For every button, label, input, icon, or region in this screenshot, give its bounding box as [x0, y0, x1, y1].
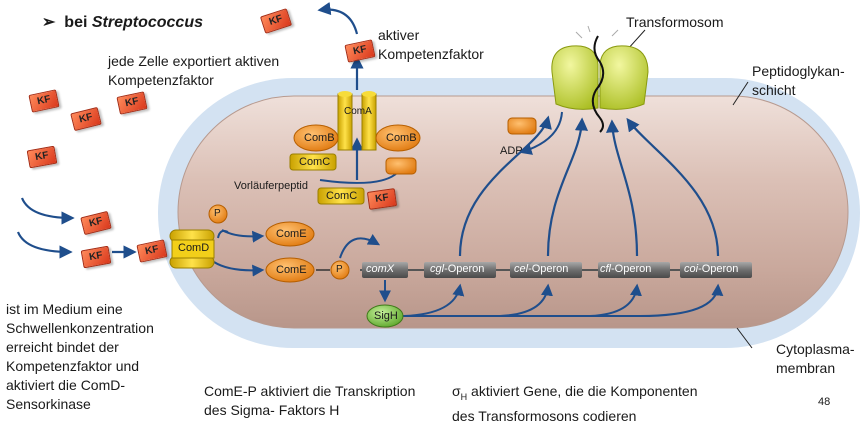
medium-text-line: Schwellenkonzentration: [6, 320, 154, 336]
arrow-cel-transformosome: [546, 117, 589, 257]
arrow-p-come: [221, 229, 265, 243]
phosphate-come-label: P: [336, 264, 343, 275]
transformosome-label: Transformosom: [626, 14, 724, 30]
come-lower-label: ComE: [276, 264, 307, 276]
kf-label: KF: [88, 215, 104, 230]
cytoplasm-label: Cytoplasma- membran: [776, 341, 855, 376]
adp-label: ADP: [500, 145, 523, 157]
coma-transporter: [337, 91, 377, 151]
gene-label: cfl-Operon: [600, 263, 652, 275]
arrow-sigh-cel: [499, 283, 553, 317]
sigh-label: SigH: [374, 310, 398, 322]
arrow-sigh-cgl: [403, 283, 465, 317]
atp-box-right: [507, 117, 537, 135]
precursor-label: Vorläuferpeptid: [234, 180, 308, 192]
medium-text-line: ist im Medium eine: [6, 301, 123, 317]
comb-right: [375, 124, 421, 152]
sigh-ellipse: [366, 304, 404, 328]
kf-label: KF: [34, 149, 50, 164]
comd-receptor: [169, 229, 215, 269]
arrow-kf-binding-top: [20, 197, 75, 225]
atp-box: [385, 157, 417, 175]
arrow-atp-adp: [519, 111, 563, 155]
arrow-cgl-transformosome: [458, 115, 552, 257]
peptidoglycan-pointer: [732, 81, 749, 106]
peptidoglycan-label: Peptidoglykan- schicht: [752, 63, 845, 98]
medium-text-line: aktiviert die ComD-: [6, 377, 126, 393]
comd-label: ComD: [178, 242, 210, 254]
arrow-export-curve: [317, 2, 359, 35]
arrow-cfl-transformosome: [605, 119, 639, 257]
comc-upper-box: [289, 153, 337, 171]
phosphate-come: [330, 260, 350, 280]
come-upper: [265, 221, 315, 247]
gene-label: comX: [366, 263, 395, 275]
gene-label: cgl-Operon: [430, 263, 485, 275]
arrow-kf-binding-bottom: [16, 231, 73, 259]
come-lower: [265, 257, 315, 283]
come-upper-label: ComE: [276, 228, 307, 240]
kf-label: KF: [352, 43, 368, 58]
arrow-sigh-coi: [639, 283, 724, 317]
kf-label: KF: [78, 111, 94, 126]
kf-label: KF: [267, 13, 284, 28]
medium-text-line: Sensorkinase: [6, 396, 91, 412]
arrow-sigh-cfl: [589, 283, 642, 317]
arrow-coi-transformosome: [626, 117, 720, 257]
active-kf-text: aktiver Kompetenzfaktor: [378, 27, 484, 62]
transformosome: [551, 25, 649, 133]
medium-text-line: Kompetenzfaktor und: [6, 358, 140, 374]
kf-label: KF: [374, 192, 390, 205]
medium-text-line: erreicht bindet der: [6, 339, 119, 355]
kf-label: KF: [88, 249, 104, 264]
comb-left-label: ComB: [304, 132, 335, 144]
arrow-p-comx: [339, 234, 381, 259]
export-text: jede Zelle exportiert aktiven Kompetenzf…: [108, 53, 280, 88]
cytoplasm-pointer: [736, 327, 753, 349]
gene-label: cel-Operon: [514, 263, 569, 275]
arrow-comd-come-lower: [213, 261, 265, 277]
kf-label: KF: [36, 93, 52, 108]
page-number: 48: [818, 396, 831, 408]
comb-right-label: ComB: [386, 132, 417, 144]
phosphate-comd-label: P: [214, 208, 221, 219]
slide-title: ➢ bei Streptococcus: [42, 14, 203, 31]
come-text: ComE-P aktiviert die Transkription des S…: [204, 383, 416, 418]
phosphate-comd: [208, 204, 228, 224]
comc-lower-label: ComC: [326, 190, 358, 202]
kf-block: KF: [366, 188, 398, 210]
comb-left: [293, 124, 339, 152]
kf-label: KF: [124, 95, 140, 110]
comc-upper-label: ComC: [299, 156, 331, 168]
comc-lower-box: [317, 187, 365, 205]
kf-label: KF: [144, 243, 160, 258]
gene-label: coi-Operon: [684, 263, 739, 275]
sigma-text: σH aktiviert Gene, die die Komponenten d…: [452, 383, 698, 424]
gene-bars: [362, 262, 752, 278]
coma-label: ComA: [344, 106, 372, 117]
